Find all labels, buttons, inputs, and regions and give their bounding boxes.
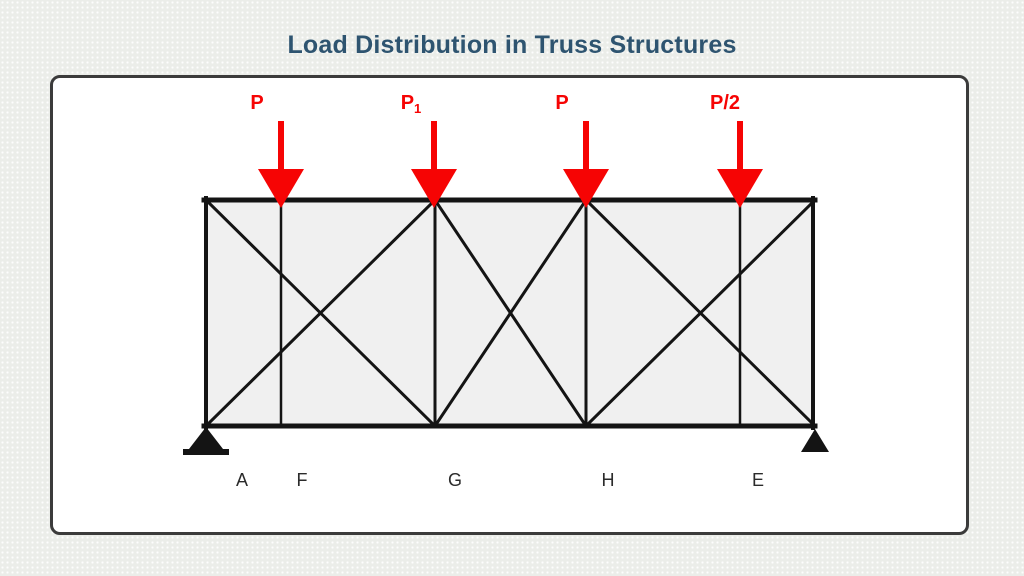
node-label-G: G — [447, 470, 463, 490]
load-symbol: P — [250, 92, 264, 114]
diagonal-A-bottom-to-G-top — [203, 197, 438, 429]
load-arrow-shaft — [278, 121, 284, 178]
load-symbol: P — [555, 92, 569, 114]
load-arrow-head — [411, 169, 457, 208]
load-arrow-head — [563, 169, 609, 208]
load-label-p1st: P — [250, 93, 263, 113]
load-symbol: P — [400, 92, 415, 114]
node-label-E: E — [751, 470, 765, 490]
load-arrow-shaft — [431, 121, 437, 178]
left-pin-support — [189, 427, 223, 449]
node-label-H: H — [601, 470, 615, 490]
load-arrow-shaft — [583, 121, 589, 178]
support-ground-bar — [183, 449, 229, 455]
page-title: Load Distribution in Truss Structures — [287, 31, 737, 59]
diagonal-H-bottom-to-E-top — [583, 197, 818, 429]
diagonal-G-bottom-to-H-top — [432, 197, 589, 429]
load-arrow-head — [717, 169, 763, 208]
node-label-F: F — [296, 470, 308, 490]
right-pin-support — [801, 429, 829, 452]
load-label-p3rd: P — [555, 93, 568, 113]
load-arrow-shaft — [737, 121, 743, 178]
load-subscript: 1 — [414, 101, 422, 116]
load-arrow-head — [258, 169, 304, 208]
node-label-A: A — [235, 470, 249, 490]
load-label-p-half: P/2 — [710, 93, 740, 113]
load-symbol: P/2 — [709, 92, 741, 114]
load-label-p-sub-1: P1 — [400, 92, 422, 116]
